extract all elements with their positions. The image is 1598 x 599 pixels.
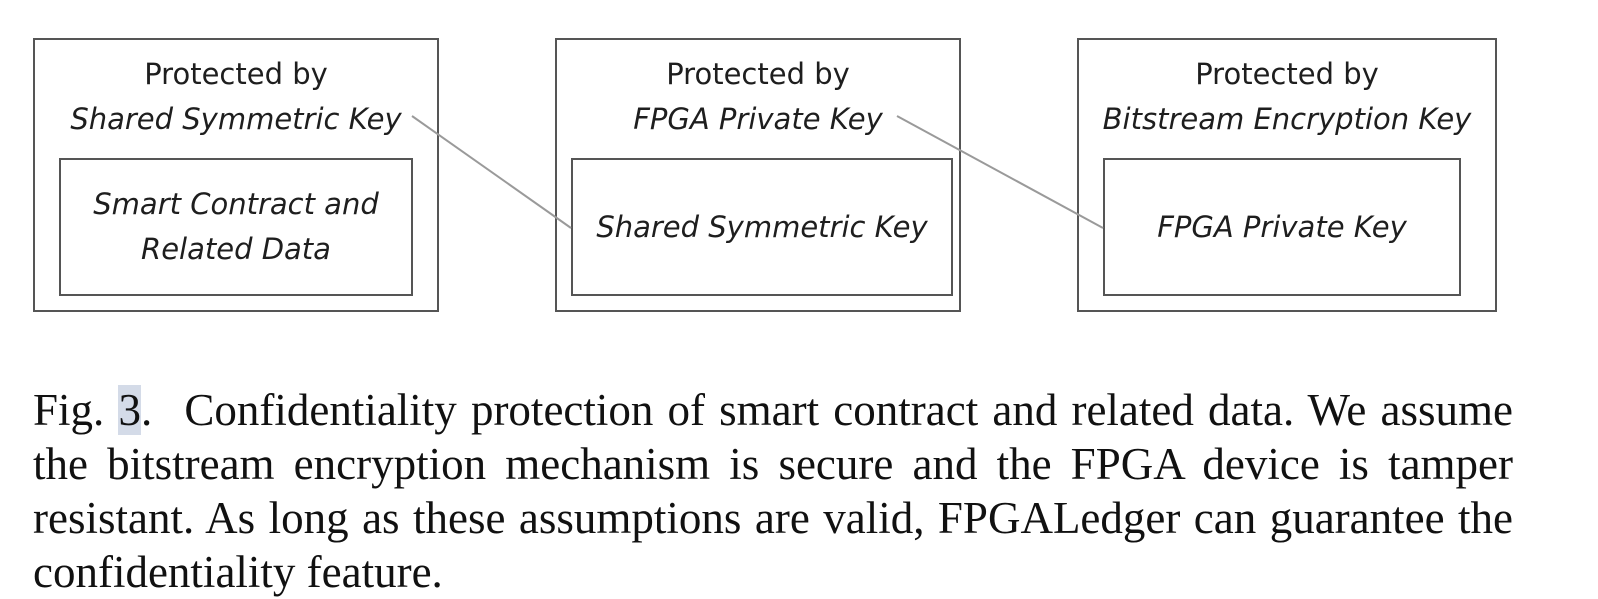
box-title-line2: FPGA Private Key — [633, 102, 883, 136]
figure-suffix: . — [140, 385, 153, 435]
box-title-line1: Protected by — [144, 57, 328, 91]
box-title: Protected by FPGA Private Key — [557, 52, 959, 142]
figure-caption: Fig. 3. Confidentiality protection of sm… — [33, 383, 1513, 599]
box-title-line2: Bitstream Encryption Key — [1102, 102, 1472, 136]
box-fpga-private-key-protection: Protected by FPGA Private Key Shared Sym… — [555, 38, 961, 312]
box-bitstream-encryption-key-protection: Protected by Bitstream Encryption Key FP… — [1077, 38, 1497, 312]
inner-box-fpga-private-key: FPGA Private Key — [1103, 158, 1461, 296]
figure-prefix: Fig. — [33, 385, 105, 435]
diagram: Protected by Shared Symmetric Key Smart … — [33, 38, 1497, 312]
caption-text: Confidentiality protection of smart cont… — [33, 385, 1514, 597]
inner-box-smart-contract: Smart Contract and Related Data — [59, 158, 413, 296]
box-title-line1: Protected by — [666, 57, 850, 91]
box-title: Protected by Shared Symmetric Key — [35, 52, 437, 142]
box-shared-symmetric-key-protection: Protected by Shared Symmetric Key Smart … — [33, 38, 439, 312]
figure-number: 3 — [118, 385, 141, 435]
box-title-line2: Shared Symmetric Key — [70, 102, 402, 136]
figure-label: Fig. 3. — [33, 385, 152, 435]
inner-box-shared-symmetric-key: Shared Symmetric Key — [571, 158, 953, 296]
box-title: Protected by Bitstream Encryption Key — [1079, 52, 1495, 142]
box-title-line1: Protected by — [1195, 57, 1379, 91]
